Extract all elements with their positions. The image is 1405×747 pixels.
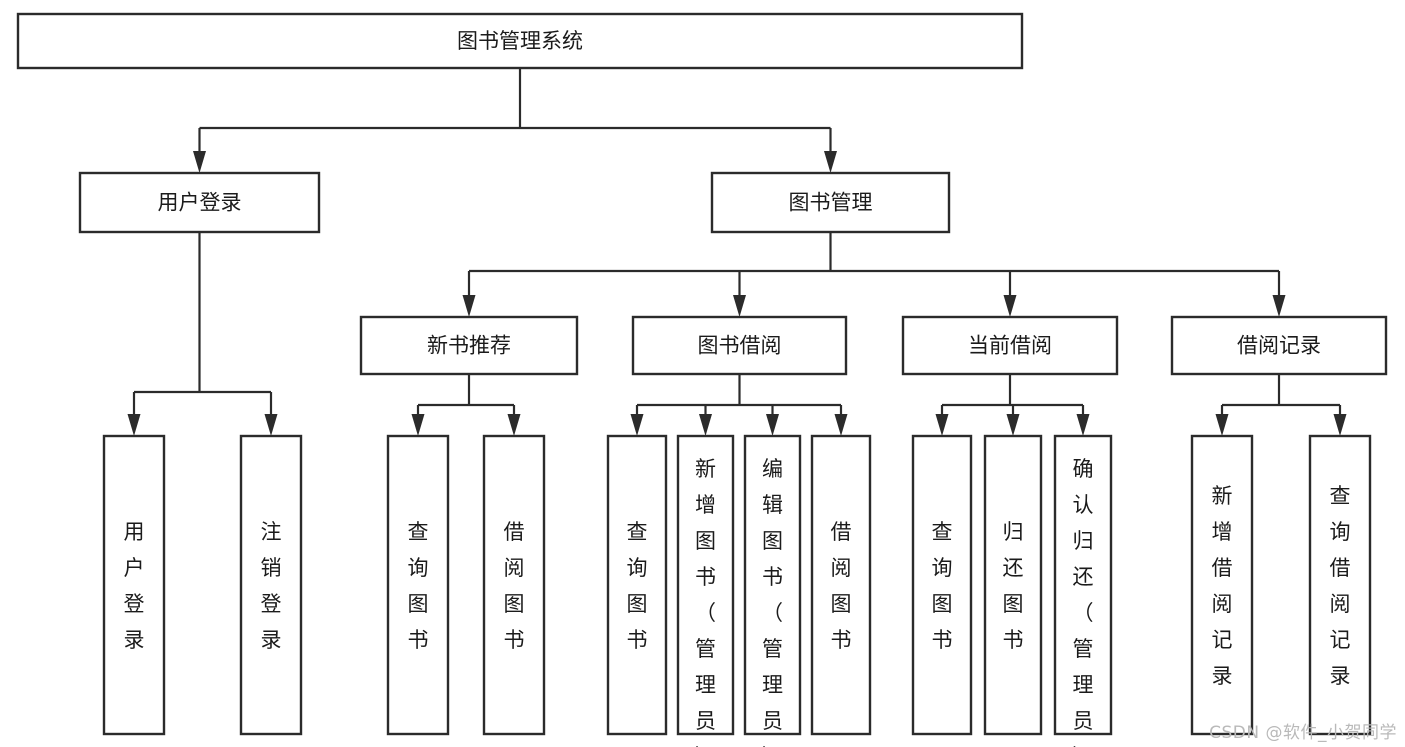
connector-arrowhead xyxy=(1076,414,1090,436)
node-borrow-record[interactable]: 借阅记录 xyxy=(1170,315,1388,376)
node-box[interactable] xyxy=(676,434,735,736)
node-user-login[interactable]: 用户登录 xyxy=(78,171,321,234)
node-leaf-user-login[interactable]: 用户登录 xyxy=(102,434,166,736)
connector-arrowhead xyxy=(766,414,779,436)
connector-arrowhead xyxy=(1215,414,1229,436)
connector-arrowhead xyxy=(699,414,712,436)
connector-arrowhead xyxy=(733,295,746,317)
connector-arrowhead xyxy=(630,414,644,436)
node-box[interactable] xyxy=(386,434,450,736)
node-label: 图书管理系统 xyxy=(457,29,583,53)
node-book-borrow[interactable]: 图书借阅 xyxy=(631,315,848,376)
connector-arrowhead xyxy=(1006,414,1020,436)
node-box[interactable] xyxy=(810,434,872,736)
node-label: 查询图书 xyxy=(932,520,953,652)
node-label: 用户登录 xyxy=(124,520,145,652)
node-box[interactable] xyxy=(102,434,166,736)
node-leaf-query-book-1[interactable]: 查询图书 xyxy=(386,434,450,736)
node-box[interactable] xyxy=(606,434,668,736)
node-label: 借阅记录 xyxy=(1237,334,1321,358)
node-box[interactable] xyxy=(239,434,303,736)
node-leaf-add-record[interactable]: 新增借阅记录 xyxy=(1190,434,1254,736)
node-leaf-query-book-3[interactable]: 查询图书 xyxy=(911,434,973,736)
node-leaf-confirm-return[interactable]: 确认归还（管理员） xyxy=(1053,434,1113,747)
node-box[interactable] xyxy=(1190,434,1254,736)
connector-arrowhead xyxy=(411,414,425,436)
node-box[interactable] xyxy=(78,171,321,234)
node-box[interactable] xyxy=(631,315,848,376)
node-box[interactable] xyxy=(743,434,802,736)
node-leaf-query-record[interactable]: 查询借阅记录 xyxy=(1308,434,1372,736)
node-box[interactable] xyxy=(710,171,951,234)
node-label: 新增图书（管理员） xyxy=(695,457,716,747)
node-new-book-recommend[interactable]: 新书推荐 xyxy=(359,315,579,376)
node-box[interactable] xyxy=(1308,434,1372,736)
connector-arrowhead xyxy=(127,414,141,436)
node-label: 借阅图书 xyxy=(831,520,852,652)
csdn-watermark: CSDN @软件_小贺同学 xyxy=(1209,723,1397,743)
node-book-manage[interactable]: 图书管理 xyxy=(710,171,951,234)
node-leaf-borrow-book-2[interactable]: 借阅图书 xyxy=(810,434,872,736)
connector-arrowhead xyxy=(462,295,476,317)
node-label: 用户登录 xyxy=(158,191,242,215)
node-current-borrow[interactable]: 当前借阅 xyxy=(901,315,1119,376)
connector-arrowhead xyxy=(1272,295,1286,317)
connector-arrowhead xyxy=(824,151,837,173)
connector-arrowhead xyxy=(1003,295,1017,317)
connector-arrowhead xyxy=(1333,414,1347,436)
connector-arrowhead xyxy=(507,414,521,436)
node-label: 注销登录 xyxy=(261,520,282,652)
node-label: 图书管理 xyxy=(789,191,873,215)
node-box[interactable] xyxy=(482,434,546,736)
node-leaf-query-book-2[interactable]: 查询图书 xyxy=(606,434,668,736)
node-label: 查询借阅记录 xyxy=(1330,484,1351,688)
node-box[interactable] xyxy=(1170,315,1388,376)
node-label: 确认归还（管理员） xyxy=(1073,457,1094,747)
node-box[interactable] xyxy=(911,434,973,736)
node-root[interactable]: 图书管理系统 xyxy=(16,12,1024,70)
node-label: 查询图书 xyxy=(627,520,648,652)
node-box[interactable] xyxy=(16,12,1024,70)
connector-arrowhead xyxy=(834,414,848,436)
node-layer: 图书管理系统用户登录图书管理新书推荐图书借阅当前借阅借阅记录用户登录注销登录查询… xyxy=(16,12,1388,747)
node-leaf-edit-book[interactable]: 编辑图书（管理员） xyxy=(743,434,802,747)
node-leaf-borrow-book-1[interactable]: 借阅图书 xyxy=(482,434,546,736)
node-leaf-add-book[interactable]: 新增图书（管理员） xyxy=(676,434,735,747)
node-label: 归还图书 xyxy=(1003,520,1024,652)
node-leaf-logout[interactable]: 注销登录 xyxy=(239,434,303,736)
node-label: 新书推荐 xyxy=(427,334,511,358)
node-label: 图书借阅 xyxy=(698,334,782,358)
node-leaf-return-book[interactable]: 归还图书 xyxy=(983,434,1043,736)
node-label: 当前借阅 xyxy=(968,334,1052,358)
node-box[interactable] xyxy=(359,315,579,376)
node-box[interactable] xyxy=(983,434,1043,736)
node-label: 查询图书 xyxy=(408,520,429,652)
connector-arrowhead xyxy=(935,414,949,436)
node-box[interactable] xyxy=(1053,434,1113,736)
node-label: 编辑图书（管理员） xyxy=(762,457,783,747)
node-label: 新增借阅记录 xyxy=(1212,484,1233,688)
node-label: 借阅图书 xyxy=(504,520,525,652)
connector-arrowhead xyxy=(193,151,206,173)
node-box[interactable] xyxy=(901,315,1119,376)
connector-arrowhead xyxy=(264,414,278,436)
connector-layer xyxy=(127,68,1347,436)
